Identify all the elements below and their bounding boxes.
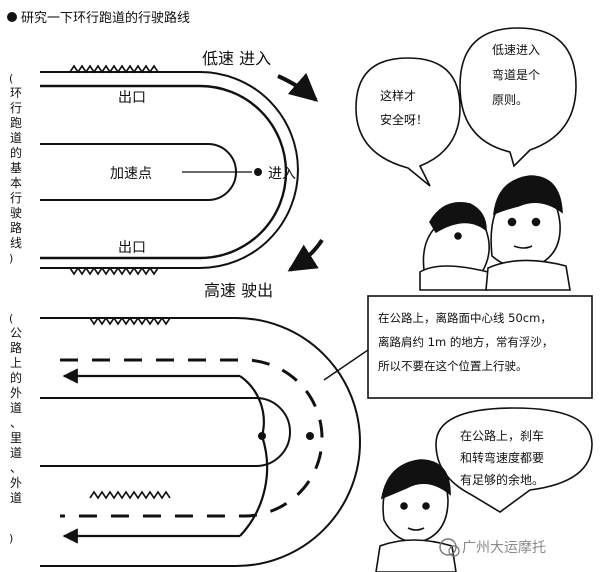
lane-curve-inner — [239, 375, 265, 437]
road-centre-line — [60, 358, 324, 518]
label-entry: 进入 — [268, 166, 296, 182]
zigzag-top — [69, 64, 159, 74]
cartoon-boy-bottom — [375, 459, 457, 572]
road-point-outer — [306, 432, 314, 440]
svg-text:): ) — [9, 532, 13, 545]
track-diagram-road — [40, 316, 369, 567]
road-note-line-1: 在公路上，离路面中心线 50cm， — [378, 311, 552, 325]
section-caption-road: ( 公路上的外道、里道、外道 ) — [9, 312, 22, 545]
road-zigzag-top — [89, 316, 171, 326]
page-title: 研究一下环行跑道的行驶路线 — [21, 10, 190, 26]
road-note-line-3: 所以不要在这个位置上行驶。 — [378, 359, 528, 373]
label-exit-top: 出口 — [118, 90, 146, 106]
bubble-left-line-1: 这样才 — [380, 88, 416, 103]
speech-bubble-right: 低速进入 弯道是个 原则。 — [459, 27, 577, 168]
svg-text:): ) — [9, 252, 13, 265]
note-pointer — [323, 349, 369, 381]
road-note-line-2: 离路肩约 1m 的地方，常有浮沙， — [378, 335, 553, 349]
label-exit-bottom: 出口 — [118, 240, 146, 256]
cartoon-boy-right — [485, 175, 571, 291]
road-outer-edge — [40, 317, 361, 567]
bullet-icon — [7, 12, 17, 22]
high-speed-arrow — [287, 238, 324, 272]
svg-text:(: ( — [9, 312, 13, 325]
bubble-right-line-3: 原则。 — [492, 93, 528, 107]
brake-note-line-1: 在公路上，刹车 — [460, 428, 544, 443]
lane-curve-outer — [239, 435, 269, 537]
label-high-speed-exit: 高速 驶出 — [204, 281, 273, 300]
road-zigzag-bottom — [89, 490, 171, 500]
label-accel-point: 加速点 — [110, 166, 152, 182]
track-diagram-basic — [40, 64, 324, 276]
brake-note-line-3: 有足够的余地。 — [460, 472, 544, 487]
section-caption-road-text: 公路上的外道、里道、外道 — [10, 326, 22, 505]
svg-text:(: ( — [9, 72, 13, 85]
cartoon-boy-left — [419, 202, 490, 291]
zigzag-bottom — [69, 266, 159, 276]
speech-bubble-brake: 在公路上，刹车 和转弯速度都要 有足够的余地。 — [435, 407, 593, 513]
track-outer-edge — [40, 71, 299, 269]
brake-note-line-2: 和转弯速度都要 — [460, 450, 544, 465]
road-note-box: 在公路上，离路面中心线 50cm， 离路肩约 1m 的地方，常有浮沙， 所以不要… — [367, 295, 593, 399]
watermark: 广州大运摩托 — [439, 538, 546, 557]
watermark-text: 广州大运摩托 — [462, 539, 546, 556]
section-caption-basic: ( 环行跑道的基本行驶路线 ) — [9, 72, 22, 265]
speech-bubble-left: 这样才 安全呀！ — [355, 57, 461, 187]
bubble-left-line-2: 安全呀！ — [380, 112, 428, 127]
low-speed-arrow — [277, 72, 319, 102]
road-point-inner — [258, 432, 266, 440]
driving-line — [40, 84, 288, 260]
bubble-right-line-1: 低速进入 — [492, 43, 540, 57]
section-caption-basic-text: 环行跑道的基本行驶路线 — [10, 86, 22, 250]
road-inner-edge — [40, 397, 291, 467]
label-low-speed-entry: 低速 进入 — [202, 49, 271, 68]
apex-point — [254, 168, 262, 176]
bubble-right-line-2: 弯道是个 — [492, 67, 540, 82]
